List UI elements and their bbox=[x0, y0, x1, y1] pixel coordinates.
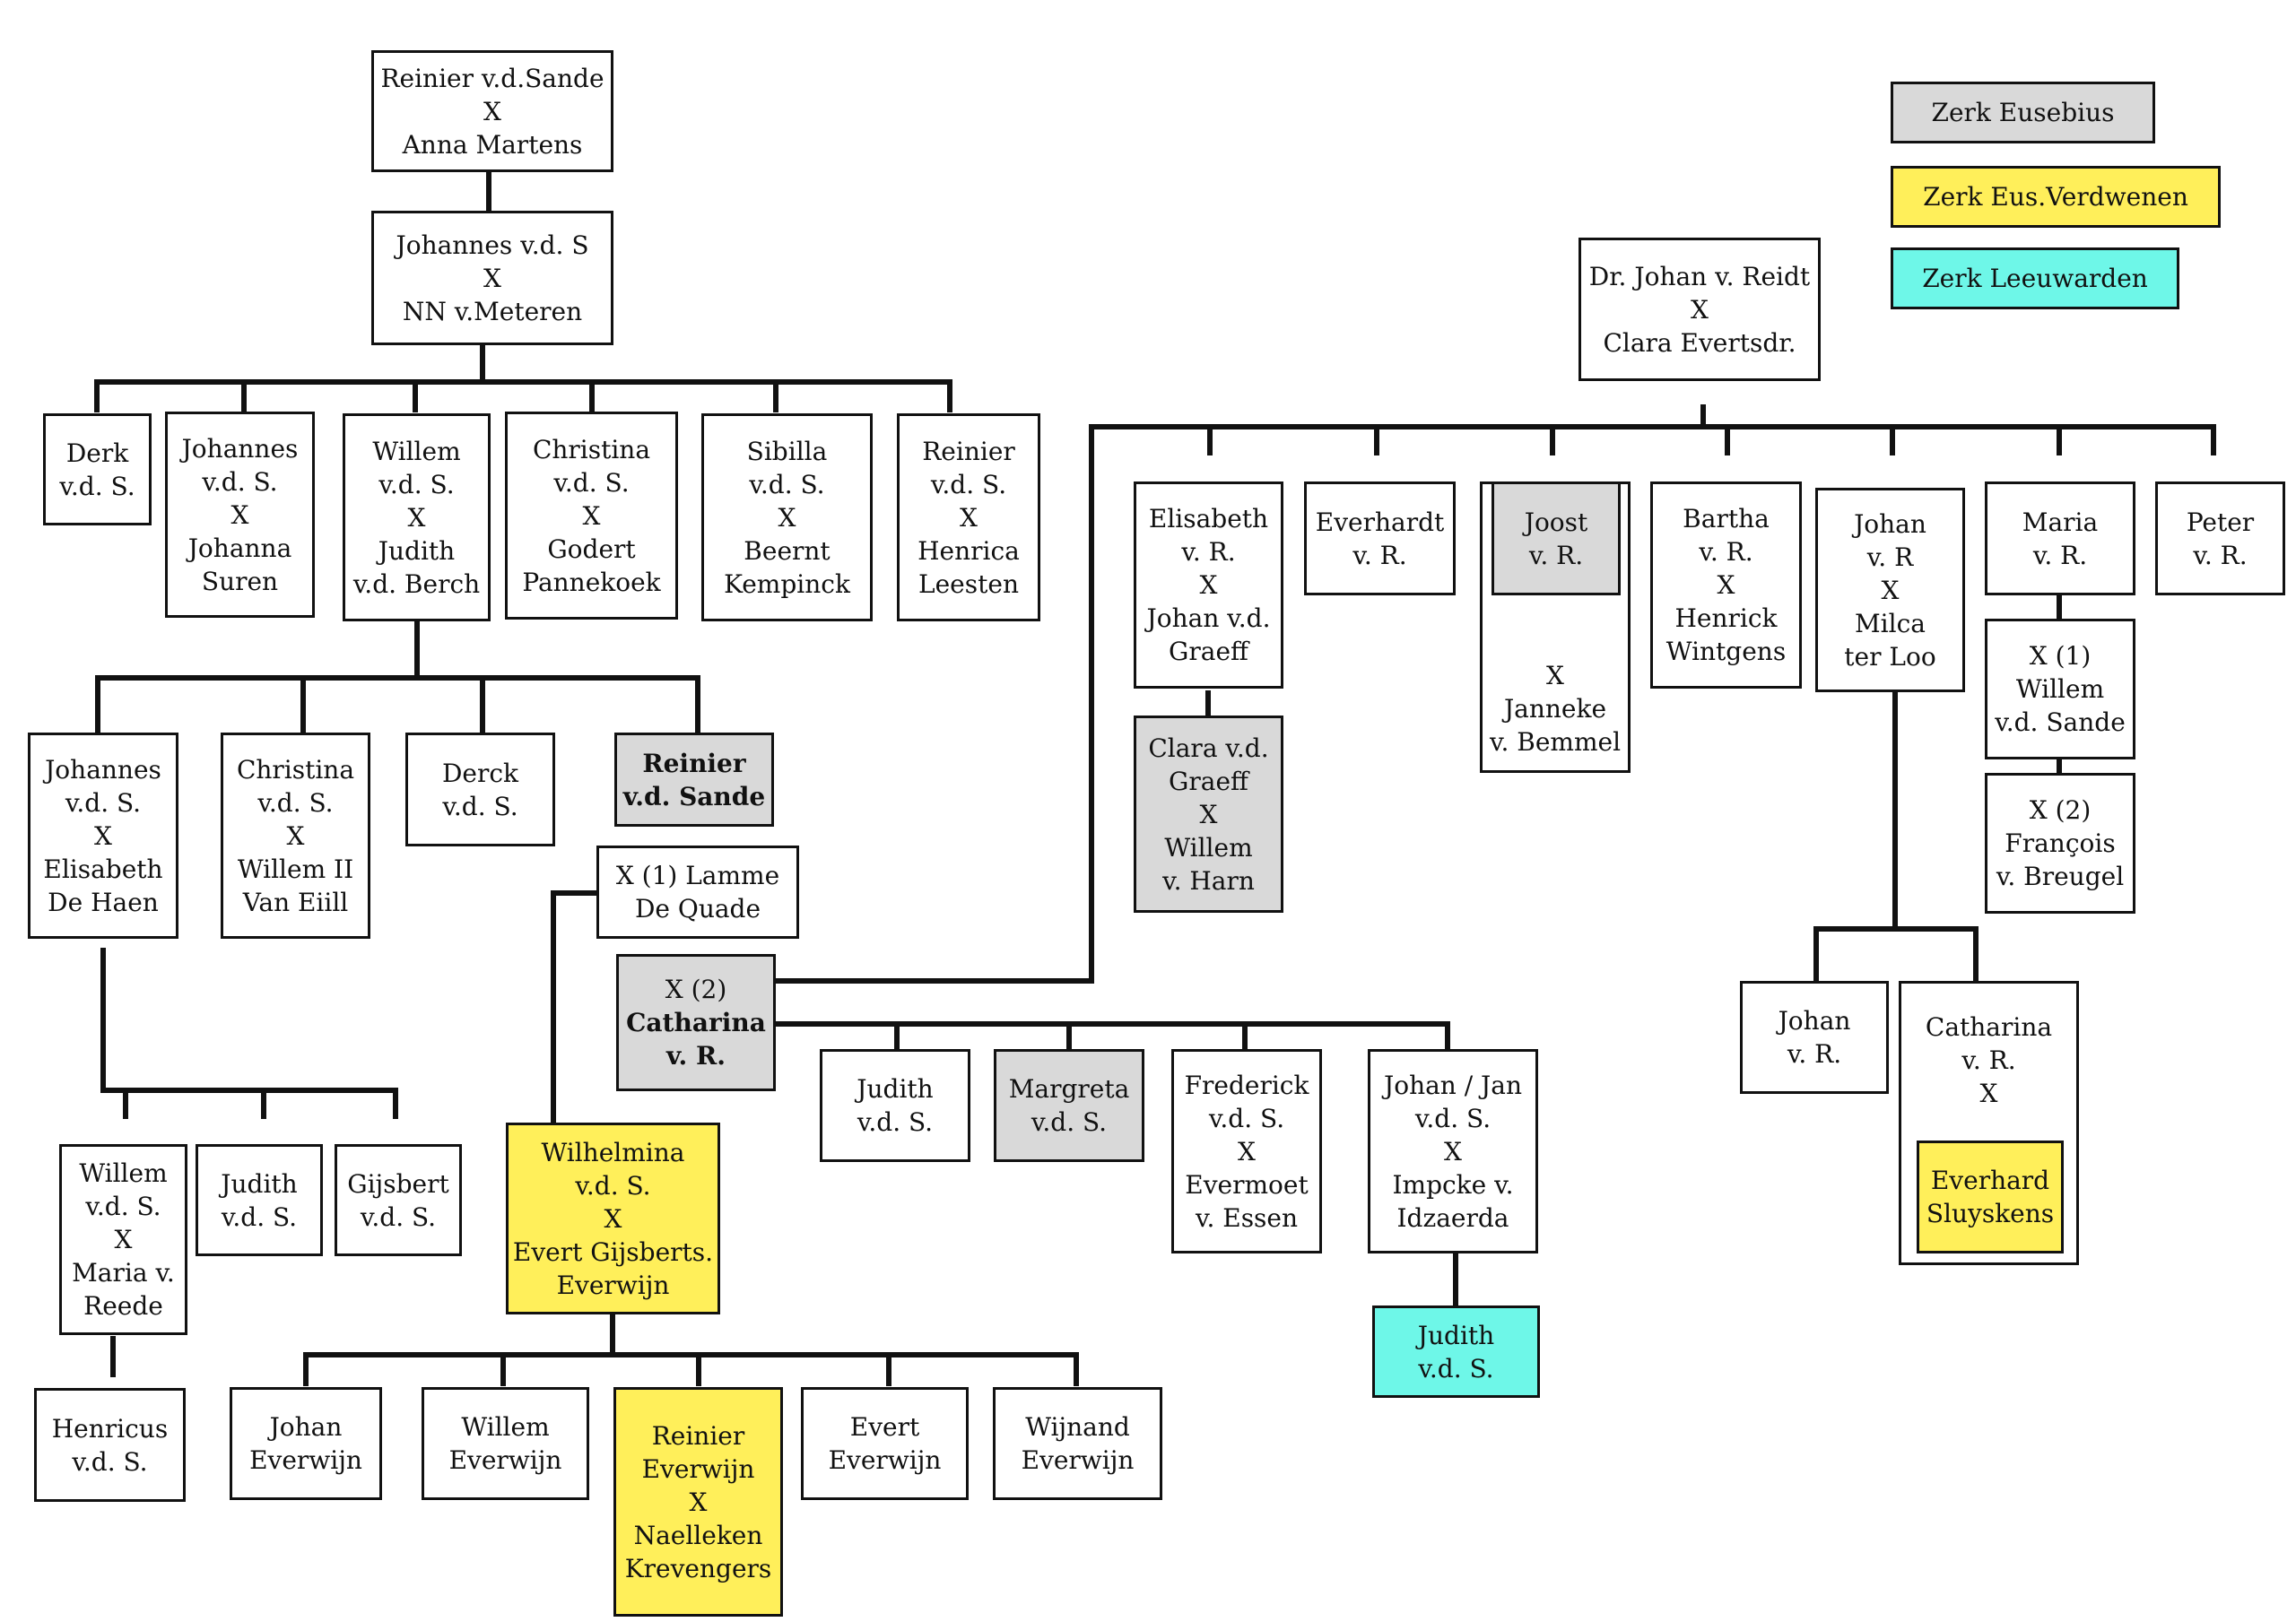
marriage-catharina: X (2) Catharina v. R. bbox=[616, 954, 776, 1091]
person-johannes-nn: Johannes v.d. S X NN v.Meteren bbox=[371, 211, 613, 345]
person-reinier-everwijn: Reinier Everwijn X Naelleken Krevengers bbox=[613, 1387, 783, 1617]
person-label: Catharina v. R. bbox=[626, 1008, 766, 1071]
person-johan-reidt: Dr. Johan v. Reidt X Clara Evertsdr. bbox=[1578, 238, 1821, 381]
person-judith-3: Judith v.d. S. bbox=[1372, 1305, 1540, 1398]
person-label: Johan / Jan v.d. S. X Impcke v. Idzaerda bbox=[1383, 1070, 1523, 1233]
person-label: Johan v. R X Milca ter Loo bbox=[1844, 508, 1936, 672]
legend-zerk-eusebius: Zerk Eusebius bbox=[1891, 82, 2155, 143]
person-everhardt: Everhardt v. R. bbox=[1304, 481, 1456, 595]
person-label: Catharina v. R. X bbox=[1925, 1012, 2053, 1108]
marriage-willem-sande: X (1) Willem v.d. Sande bbox=[1985, 619, 2135, 759]
legend-label: Zerk Eus.Verdwenen bbox=[1923, 182, 2188, 212]
person-label: Gijsbert v.d. S. bbox=[347, 1168, 449, 1232]
person-label: Christina v.d. S. X Willem II Van Eiill bbox=[236, 754, 355, 917]
person-elisabeth: Elisabeth v. R. X Johan v.d. Graeff bbox=[1134, 481, 1283, 689]
person-maria: Maria v. R. bbox=[1985, 481, 2135, 595]
person-label: Evert Everwijn bbox=[828, 1412, 942, 1475]
person-judith-2: Judith v.d. S. bbox=[820, 1049, 970, 1162]
person-label: X (2) François v. Breugel bbox=[1996, 795, 2125, 891]
person-label: Everhardt v. R. bbox=[1315, 507, 1445, 570]
person-label: Clara v.d. Graeff X Willem v. Harn bbox=[1148, 733, 1269, 896]
person-label: Johannes v.d. S X NN v.Meteren bbox=[396, 230, 589, 326]
person-reinier-anna: Reinier v.d.Sande X Anna Martens bbox=[371, 50, 613, 172]
person-judith-1: Judith v.d. S. bbox=[196, 1144, 323, 1256]
marriage-marker: X (2) bbox=[665, 975, 727, 1004]
person-christina-godert: Christina v.d. S. X Godert Pannekoek bbox=[505, 412, 678, 620]
person-label: X Janneke v. Bemmel bbox=[1489, 661, 1622, 757]
person-joost: Joost v. R. bbox=[1492, 481, 1621, 595]
person-label: Christina v.d. S. X Godert Pannekoek bbox=[522, 434, 661, 597]
person-bartha: Bartha v. R. X Henrick Wintgens bbox=[1650, 481, 1802, 689]
person-label: X (1) Lamme De Quade bbox=[615, 861, 780, 924]
person-johannes-haen: Johannes v.d. S. X Elisabeth De Haen bbox=[28, 733, 178, 939]
person-label: Peter v. R. bbox=[2186, 507, 2255, 570]
legend-zerk-eus-verdwenen: Zerk Eus.Verdwenen bbox=[1891, 166, 2221, 228]
marriage-content: X (2) Catharina v. R. bbox=[626, 973, 766, 1072]
person-evert-everwijn: Evert Everwijn bbox=[801, 1387, 969, 1500]
person-johan-vr: Johan v. R. bbox=[1740, 981, 1889, 1094]
person-wijnand-everwijn: Wijnand Everwijn bbox=[993, 1387, 1162, 1500]
person-label: Johannes v.d. S. X Elisabeth De Haen bbox=[43, 754, 163, 917]
person-label: Bartha v. R. X Henrick Wintgens bbox=[1665, 504, 1787, 666]
person-label: Reinier v.d. S. X Henrica Leesten bbox=[918, 436, 1020, 599]
person-label: Frederick v.d. S. X Evermoet v. Essen bbox=[1184, 1070, 1309, 1233]
person-label: Elisabeth v. R. X Johan v.d. Graeff bbox=[1146, 504, 1271, 666]
person-wilhelmina: Wilhelmina v.d. S. X Evert Gijsberts. Ev… bbox=[506, 1123, 720, 1314]
legend-zerk-leeuwarden: Zerk Leeuwarden bbox=[1891, 247, 2179, 309]
person-johan-jan: Johan / Jan v.d. S. X Impcke v. Idzaerda bbox=[1368, 1049, 1538, 1253]
person-label: Dr. Johan v. Reidt X Clara Evertsdr. bbox=[1588, 261, 1811, 358]
person-label: Joost v. R. bbox=[1524, 507, 1588, 570]
person-label: Reinier Everwijn X Naelleken Krevengers bbox=[624, 1420, 772, 1583]
person-label: Willem v.d. S. X Maria v. Reede bbox=[72, 1158, 175, 1321]
person-clara-graeff: Clara v.d. Graeff X Willem v. Harn bbox=[1134, 716, 1283, 913]
person-reinier-sande: Reinier v.d. Sande bbox=[614, 733, 774, 827]
person-label: Derck v.d. S. bbox=[441, 758, 519, 821]
person-label: Judith v.d. S. bbox=[221, 1168, 298, 1232]
person-willem-everwijn: Willem Everwijn bbox=[422, 1387, 589, 1500]
person-derck: Derck v.d. S. bbox=[405, 733, 555, 846]
legend-label: Zerk Leeuwarden bbox=[1922, 264, 2148, 293]
person-henricus: Henricus v.d. S. bbox=[34, 1388, 186, 1502]
person-frederick: Frederick v.d. S. X Evermoet v. Essen bbox=[1171, 1049, 1322, 1253]
person-johan-everwijn: Johan Everwijn bbox=[230, 1387, 382, 1500]
person-label: Wilhelmina v.d. S. X Evert Gijsberts. Ev… bbox=[512, 1137, 714, 1300]
person-label: Margreta v.d. S. bbox=[1008, 1074, 1130, 1137]
person-willem-reede: Willem v.d. S. X Maria v. Reede bbox=[59, 1144, 187, 1335]
person-label: Johan v. R. bbox=[1778, 1006, 1851, 1069]
person-label: Henricus v.d. S. bbox=[51, 1413, 169, 1477]
person-reinier-leesten: Reinier v.d. S. X Henrica Leesten bbox=[897, 413, 1040, 621]
person-label: Judith v.d. S. bbox=[1417, 1320, 1495, 1383]
person-johan-loo: Johan v. R X Milca ter Loo bbox=[1815, 488, 1965, 692]
person-derk: Derk v.d. S. bbox=[43, 413, 152, 525]
person-label: Derk v.d. S. bbox=[59, 438, 135, 501]
person-label: Johannes v.d. S. X Johanna Suren bbox=[181, 433, 299, 596]
marriage-lamme: X (1) Lamme De Quade bbox=[596, 846, 799, 939]
person-label: Judith v.d. S. bbox=[857, 1074, 934, 1137]
legend-label: Zerk Eusebius bbox=[1931, 98, 2115, 127]
person-label: Maria v. R. bbox=[2022, 507, 2099, 570]
person-peter: Peter v. R. bbox=[2155, 481, 2285, 595]
person-label: Willem Everwijn bbox=[448, 1412, 562, 1475]
person-label: Willem v.d. S. X Judith v.d. Berch bbox=[352, 436, 481, 599]
person-label: Everhard Sluyskens bbox=[1926, 1166, 2055, 1228]
person-christina-eiill: Christina v.d. S. X Willem II Van Eiill bbox=[221, 733, 370, 939]
marriage-francois: X (2) François v. Breugel bbox=[1985, 773, 2135, 914]
person-label: Johan Everwijn bbox=[249, 1412, 362, 1475]
person-willem-berch: Willem v.d. S. X Judith v.d. Berch bbox=[343, 413, 491, 621]
person-everhard: Everhard Sluyskens bbox=[1917, 1141, 2064, 1253]
person-margreta: Margreta v.d. S. bbox=[994, 1049, 1144, 1162]
person-label: Reinier v.d. Sande bbox=[622, 748, 766, 811]
person-label: Sibilla v.d. S. X Beernt Kempinck bbox=[724, 436, 850, 599]
person-label: Wijnand Everwijn bbox=[1021, 1412, 1135, 1475]
person-label: X (1) Willem v.d. Sande bbox=[1995, 641, 2126, 737]
person-johannes-suren: Johannes v.d. S. X Johanna Suren bbox=[165, 412, 315, 618]
person-label: Reinier v.d.Sande X Anna Martens bbox=[380, 63, 604, 160]
person-sibilla: Sibilla v.d. S. X Beernt Kempinck bbox=[701, 413, 873, 621]
person-gijsbert: Gijsbert v.d. S. bbox=[335, 1144, 462, 1256]
